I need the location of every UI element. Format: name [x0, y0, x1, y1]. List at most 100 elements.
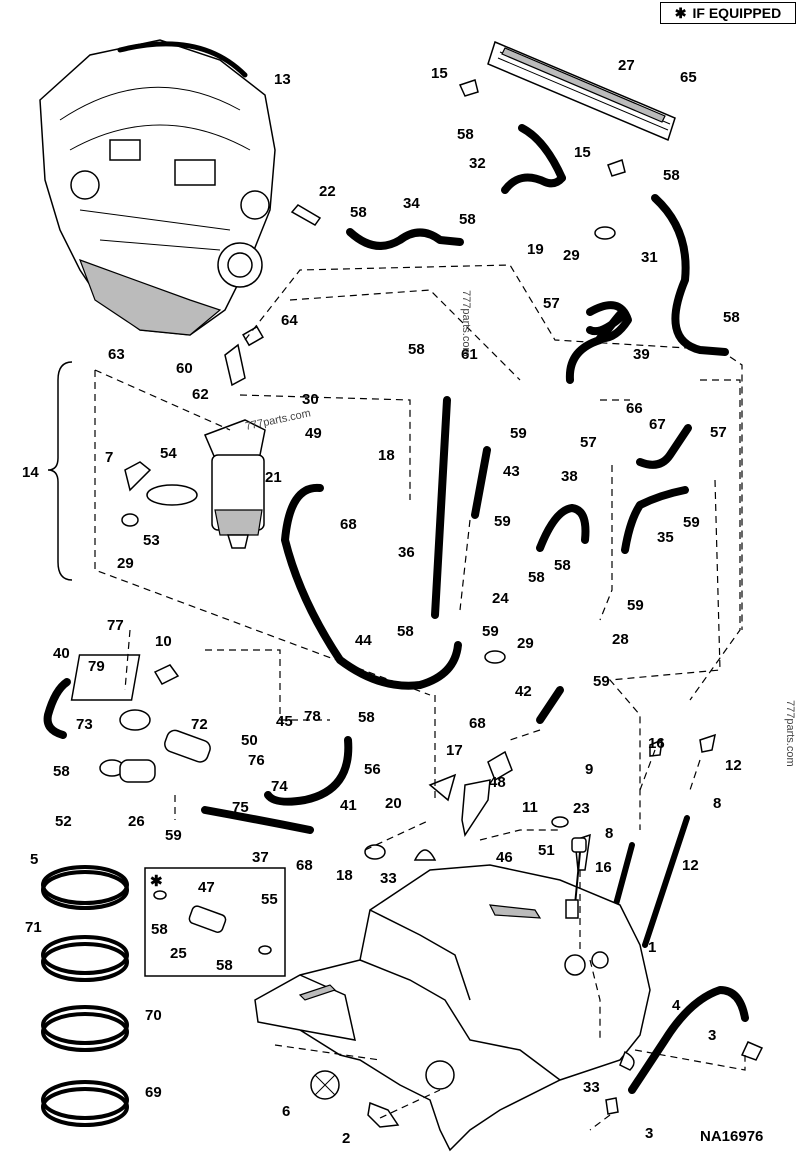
star-icon: ✱: [674, 4, 687, 21]
callout-59: 59: [165, 827, 182, 844]
callout-66: 66: [626, 400, 643, 417]
callout-68: 68: [340, 516, 357, 533]
fuel-tank: [254, 864, 651, 1152]
engine-assembly: [39, 39, 276, 336]
callout-26: 26: [128, 813, 145, 830]
fuel-filter-assembly: [204, 325, 266, 549]
callout-58: 58: [408, 341, 425, 358]
callout-33: 33: [380, 870, 397, 887]
callout-59: 59: [510, 425, 527, 442]
callout-68: 68: [469, 715, 486, 732]
callout-44: 44: [355, 632, 372, 649]
callout-58: 58: [216, 957, 233, 974]
callout-19: 19: [527, 241, 544, 258]
callout-59: 59: [482, 623, 499, 640]
callout-3: 3: [645, 1125, 653, 1142]
callout-60: 60: [176, 360, 193, 377]
callout-39: 39: [633, 346, 650, 363]
watermark: 777parts.com: [784, 700, 796, 767]
callout-34: 34: [403, 195, 420, 212]
callout-70: 70: [145, 1007, 162, 1024]
callout-18: 18: [378, 447, 395, 464]
callout-4: 4: [672, 997, 681, 1014]
fuel-sender: [565, 837, 587, 919]
callout-69: 69: [145, 1084, 162, 1101]
callout-3: 3: [708, 1027, 716, 1044]
callout-73: 73: [76, 716, 93, 733]
callout-40: 40: [53, 645, 70, 662]
routing-lines: [94, 264, 746, 1131]
callout-58: 58: [528, 569, 545, 586]
callout-16: 16: [648, 735, 665, 752]
callout-57: 57: [543, 295, 560, 312]
callout-45: 45: [276, 713, 293, 730]
callout-13: 13: [274, 71, 291, 88]
callout-18: 18: [336, 867, 353, 884]
callout-58: 58: [663, 167, 680, 184]
callout-9: 9: [585, 761, 593, 778]
callout-31: 31: [641, 249, 658, 266]
watermark: 777parts.com: [244, 407, 312, 433]
callout-29: 29: [517, 635, 534, 652]
callout-28: 28: [612, 631, 629, 648]
callout-11: 11: [522, 799, 538, 816]
callout-15: 15: [574, 144, 591, 161]
callout-24: 24: [492, 590, 509, 607]
callout-48: 48: [489, 774, 506, 791]
watermark: 777parts.com: [460, 290, 472, 357]
callout-12: 12: [682, 857, 699, 874]
callout-57: 57: [580, 434, 597, 451]
group-bracket-14: [47, 361, 73, 581]
callout-62: 62: [192, 386, 209, 403]
callout-20: 20: [385, 795, 402, 812]
callout-27: 27: [618, 57, 635, 74]
callout-58: 58: [457, 126, 474, 143]
callout-58: 58: [554, 557, 571, 574]
callout-72: 72: [191, 716, 208, 733]
callout-35: 35: [657, 529, 674, 546]
callout-58: 58: [151, 921, 168, 938]
callout-42: 42: [515, 683, 532, 700]
callout-22: 22: [319, 183, 336, 200]
callout-76: 76: [248, 752, 265, 769]
callout-58: 58: [397, 623, 414, 640]
callout-58: 58: [53, 763, 70, 780]
callout-15: 15: [431, 65, 448, 82]
optional-pump-inset: [144, 867, 286, 977]
callout-61: 61: [461, 346, 478, 363]
callout-2: 2: [342, 1130, 350, 1147]
callout-49: 49: [305, 425, 322, 442]
fuel-cap: [310, 1041, 764, 1128]
callout-59: 59: [593, 673, 610, 690]
callout-53: 53: [143, 532, 160, 549]
callout-38: 38: [561, 468, 578, 485]
callout-labels: 1 2 3 3 4 5 6 7 8 8 9 10 11 12 12 13 14 …: [22, 57, 742, 1147]
callout-64: 64: [281, 312, 298, 329]
callout-68: 68: [296, 857, 313, 874]
callout-5: 5: [30, 851, 38, 868]
callout-23: 23: [573, 800, 590, 817]
callout-43: 43: [503, 463, 520, 480]
hoses: [43, 124, 749, 1094]
hose-coils: [41, 865, 129, 1127]
callout-58: 58: [459, 211, 476, 228]
callout-41: 41: [340, 797, 357, 814]
callout-36: 36: [398, 544, 415, 561]
fuel-cooler: [487, 40, 676, 142]
callout-58: 58: [358, 709, 375, 726]
callout-47: 47: [198, 879, 215, 896]
callout-55: 55: [261, 891, 278, 908]
legend-text: IF EQUIPPED: [692, 5, 782, 21]
callout-8: 8: [713, 795, 721, 812]
callout-74: 74: [271, 778, 288, 795]
callout-57: 57: [710, 424, 727, 441]
callout-33: 33: [583, 1079, 600, 1096]
callout-75: 75: [232, 799, 249, 816]
callout-77: 77: [107, 617, 124, 634]
callout-58: 58: [723, 309, 740, 326]
callout-78: 78: [304, 708, 321, 725]
if-equipped-legend: ✱ IF EQUIPPED: [660, 2, 796, 24]
callout-1: 1: [648, 939, 656, 956]
callout-14: 14: [22, 464, 39, 481]
